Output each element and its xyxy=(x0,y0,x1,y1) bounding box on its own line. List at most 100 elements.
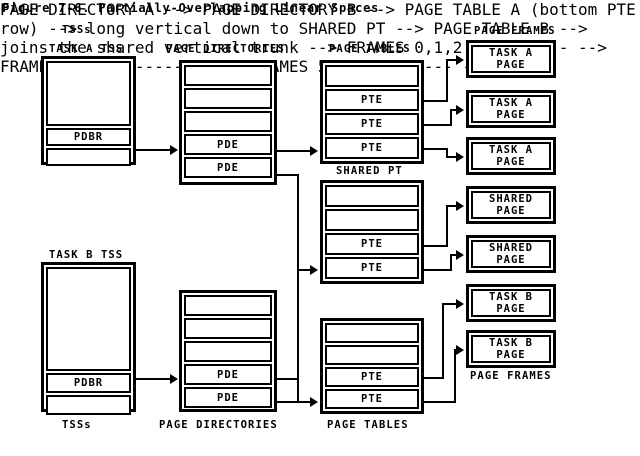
tss-group-label-bottom: TSSs xyxy=(62,419,92,431)
page-frame-0[interactable]: TASK A PAGE xyxy=(466,40,556,78)
page-frame-0-line1: TASK A xyxy=(489,47,533,59)
connector-pda-pde1-h xyxy=(277,174,299,176)
page-frame-1-line1: TASK A xyxy=(489,97,533,109)
arrowhead-pdbr-a xyxy=(170,145,178,155)
page-frame-3[interactable]: SHARED PAGE xyxy=(466,186,556,224)
connector-pdb-pde1-h xyxy=(277,378,299,380)
shared-pt-row-0[interactable] xyxy=(325,185,419,207)
arrowhead-frame-6 xyxy=(456,345,464,355)
task-b-tss-box[interactable]: PDBR xyxy=(41,262,136,415)
arrowhead-frame-4 xyxy=(456,250,464,260)
connector-pta-pte0-h2 xyxy=(446,59,460,61)
shared-pt-row-1[interactable] xyxy=(325,209,419,231)
arrowhead-frame-5 xyxy=(456,299,464,309)
page-frame-6-line2: PAGE xyxy=(496,349,526,361)
connector-pta-pte1-v xyxy=(450,109,452,126)
figure-title: Figure 7-6. Partially-Overlapping Linear… xyxy=(2,1,380,15)
page-directory-b-box[interactable]: PDE PDE xyxy=(179,290,277,412)
connector-ptb-pte0-h2 xyxy=(442,303,460,305)
pdb-pde-0[interactable]: PDE xyxy=(184,364,272,385)
connector-pda-pde0-h2 xyxy=(277,150,313,152)
page-frame-6-line1: TASK B xyxy=(489,337,533,349)
page-frame-5-line2: PAGE xyxy=(496,303,526,315)
connector-pta-pte2-h xyxy=(424,148,448,150)
connector-pdbr-a xyxy=(136,149,172,151)
task-a-tss-row-0[interactable] xyxy=(46,61,131,126)
connector-shared-branch-h xyxy=(297,269,313,271)
page-frame-1[interactable]: TASK A PAGE xyxy=(466,90,556,128)
ptb-row-0[interactable] xyxy=(325,323,419,343)
page-directory-a-box[interactable]: PDE PDE xyxy=(179,60,277,185)
pta-pte-1[interactable]: PTE xyxy=(325,113,419,135)
page-frame-4-line1: SHARED xyxy=(489,242,533,254)
task-a-tss-label: TASK A TSS xyxy=(49,43,124,55)
task-a-tss-pdbr[interactable]: PDBR xyxy=(46,128,131,146)
connector-ptb-pte0-h xyxy=(424,377,444,379)
task-a-tss-box[interactable]: PDBR xyxy=(41,56,136,166)
page-frame-5[interactable]: TASK B PAGE xyxy=(466,284,556,322)
page-table-a-box[interactable]: PTE PTE PTE xyxy=(320,60,424,164)
page-frame-2-line1: TASK A xyxy=(489,144,533,156)
pda-pde-0[interactable]: PDE xyxy=(184,134,272,155)
task-b-tss-label: TASK B TSS xyxy=(49,249,124,261)
connector-shared-pte1-h xyxy=(424,269,452,271)
arrowhead-pdbr-b xyxy=(170,374,178,384)
task-a-tss-row-2[interactable] xyxy=(46,148,131,166)
connector-shared-pte0-h2 xyxy=(446,205,460,207)
page-frame-4[interactable]: SHARED PAGE xyxy=(466,235,556,273)
page-frame-1-line2: PAGE xyxy=(496,109,526,121)
connector-shared-vertical xyxy=(297,174,299,402)
shared-page-table-box[interactable]: PTE PTE xyxy=(320,180,424,284)
page-frame-3-line1: SHARED xyxy=(489,193,533,205)
connector-shared-pte1-h2 xyxy=(450,254,460,256)
pdb-row-2[interactable] xyxy=(184,341,272,362)
pda-row-0[interactable] xyxy=(184,65,272,86)
page-frames-label-top: PAGE FRAMES xyxy=(474,25,556,37)
shared-pt-pte-1[interactable]: PTE xyxy=(325,257,419,279)
tss-group-label-top: TSSs xyxy=(62,24,92,36)
ptb-pte-0[interactable]: PTE xyxy=(325,367,419,387)
connector-pta-pte2-v xyxy=(446,148,448,158)
page-frame-6[interactable]: TASK B PAGE xyxy=(466,330,556,368)
page-tables-label-top: PAGE TABLES xyxy=(329,43,411,55)
connector-pta-pte0-v xyxy=(446,59,448,102)
ptb-row-1[interactable] xyxy=(325,345,419,365)
page-frame-4-line2: PAGE xyxy=(496,254,526,266)
page-table-b-box[interactable]: PTE PTE xyxy=(320,318,424,414)
pdb-row-1[interactable] xyxy=(184,318,272,339)
connector-pdb-pde0-h xyxy=(277,401,313,403)
arrowhead-pta-in xyxy=(310,146,318,156)
connector-pta-pte1-h2 xyxy=(450,109,460,111)
pta-pte-0[interactable]: PTE xyxy=(325,89,419,111)
connector-ptb-pte1-v xyxy=(454,349,456,403)
connector-ptb-pte1-h xyxy=(424,401,456,403)
connector-shared-pte0-v xyxy=(446,205,448,247)
pta-row-0[interactable] xyxy=(325,65,419,87)
connector-pta-pte1-h xyxy=(424,124,452,126)
page-frame-2[interactable]: TASK A PAGE xyxy=(466,137,556,175)
task-b-tss-row-2[interactable] xyxy=(46,395,131,415)
connector-pdbr-b xyxy=(136,378,172,380)
arrowhead-frame-2 xyxy=(456,152,464,162)
arrowhead-ptb-in xyxy=(310,397,318,407)
connector-pta-pte2-h2 xyxy=(446,156,460,158)
pda-row-1[interactable] xyxy=(184,88,272,109)
pdb-row-0[interactable] xyxy=(184,295,272,316)
pda-pde-1[interactable]: PDE xyxy=(184,157,272,178)
pda-row-2[interactable] xyxy=(184,111,272,132)
arrowhead-frame-1 xyxy=(456,105,464,115)
connector-shared-pte0-h xyxy=(424,245,448,247)
pta-pte-2[interactable]: PTE xyxy=(325,137,419,159)
page-directories-label-bottom: PAGE DIRECTORIES xyxy=(159,419,278,431)
arrowhead-shared-pt-in xyxy=(310,265,318,275)
task-b-tss-row-0[interactable] xyxy=(46,267,131,371)
connector-shared-pte1-v xyxy=(450,254,452,271)
shared-pt-pte-0[interactable]: PTE xyxy=(325,233,419,255)
arrowhead-frame-0 xyxy=(456,55,464,65)
pdb-pde-1[interactable]: PDE xyxy=(184,387,272,408)
page-frame-3-line2: PAGE xyxy=(496,205,526,217)
page-frame-2-line2: PAGE xyxy=(496,156,526,168)
ptb-pte-1[interactable]: PTE xyxy=(325,389,419,409)
page-directories-label-top: PAGE DIRECTORIES xyxy=(166,43,285,55)
task-b-tss-pdbr[interactable]: PDBR xyxy=(46,373,131,393)
